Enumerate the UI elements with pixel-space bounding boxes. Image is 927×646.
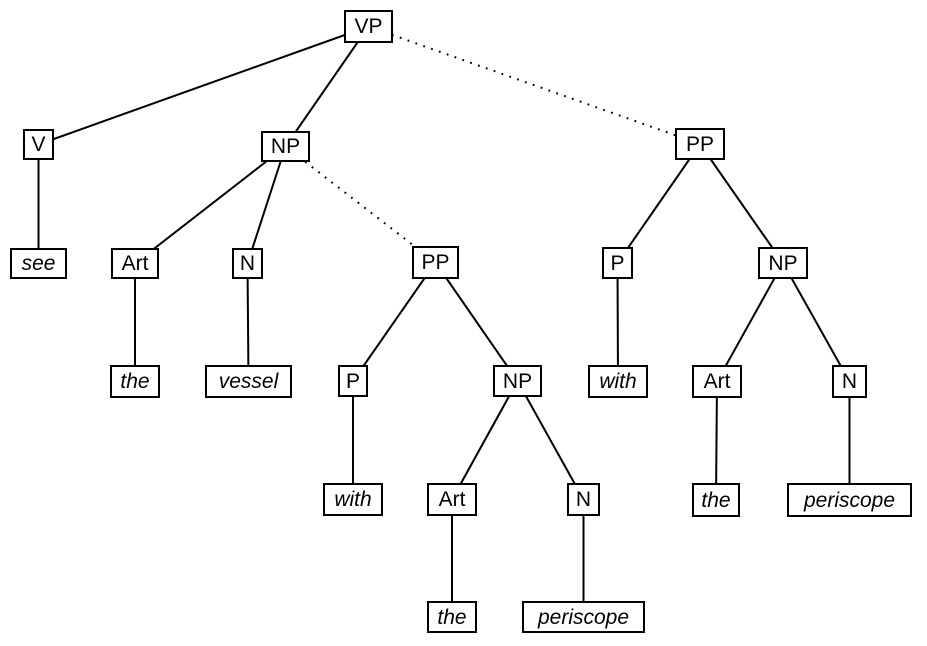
edge-np_mid-art_mid — [451, 380, 519, 500]
edge-vp-v — [38, 25, 369, 146]
node-label: see — [21, 252, 56, 275]
edge-np1-art1 — [134, 145, 287, 265]
tree-node-art_mid: Art — [427, 483, 477, 516]
edge-np_right-n_right — [782, 262, 851, 382]
node-label: periscope — [803, 488, 896, 512]
edge-vp-pp_right — [368, 25, 701, 145]
tree-node-n1: N — [232, 248, 263, 279]
edge-pp_mid-p_mid — [352, 261, 437, 382]
node-label: vessel — [218, 370, 279, 393]
edge-n1-vessel — [246, 263, 250, 382]
node-label: Art — [438, 488, 466, 511]
node-label: with — [599, 370, 637, 393]
node-label: NP — [502, 369, 533, 393]
node-label: NP — [270, 135, 301, 158]
node-label: N — [841, 370, 858, 393]
node-label: the — [701, 488, 731, 512]
tree-node-with_right: with — [588, 365, 648, 398]
edge-vp-np1 — [284, 25, 370, 148]
tree-node-np1: NP — [261, 131, 310, 162]
node-label: VP — [354, 15, 383, 38]
node-label: NP — [768, 251, 798, 275]
node-label: V — [31, 133, 46, 156]
edge-pp_mid-np_mid — [434, 261, 519, 382]
tree-node-p_mid: P — [338, 365, 368, 397]
tree-node-n_mid: N — [567, 483, 600, 516]
node-label: PP — [421, 251, 450, 274]
edge-p_right-with_right — [616, 262, 619, 382]
edge-pp_right-np_right — [699, 143, 784, 264]
node-label: the — [437, 605, 467, 629]
tree-node-n_right: N — [832, 365, 867, 398]
tree-node-vessel: vessel — [205, 365, 292, 398]
tree-node-the1: the — [110, 365, 160, 398]
tree-node-periscope_right: periscope — [787, 483, 912, 517]
tree-node-p_right: P — [602, 247, 633, 279]
node-label: P — [610, 251, 625, 275]
tree-node-art_right: Art — [692, 365, 742, 398]
tree-node-with_mid: with — [323, 483, 383, 516]
node-label: Art — [703, 370, 731, 393]
node-label: periscope — [537, 605, 630, 629]
tree-node-np_right: NP — [758, 247, 808, 279]
node-label: N — [575, 488, 592, 511]
edge-np1-pp_mid — [284, 145, 437, 264]
edge-np_mid-n_mid — [516, 380, 585, 500]
node-label: P — [345, 369, 360, 393]
node-label: the — [120, 370, 150, 393]
tree-node-periscope_mid: periscope — [522, 601, 645, 633]
tree-node-pp_right: PP — [675, 128, 725, 160]
edge-np_right-art_right — [716, 262, 784, 382]
tree-node-see: see — [10, 248, 67, 279]
node-label: N — [239, 252, 256, 275]
tree-node-the_mid: the — [427, 601, 477, 633]
edge-art_right-the_right — [715, 381, 718, 501]
tree-node-v: V — [23, 129, 54, 160]
tree-node-vp: VP — [344, 10, 393, 43]
node-label: with — [334, 488, 372, 511]
node-label: PP — [685, 132, 714, 156]
node-label: Art — [121, 252, 149, 275]
tree-node-the_right: the — [692, 483, 740, 517]
tree-node-pp_mid: PP — [412, 246, 459, 279]
tree-node-art1: Art — [111, 248, 159, 279]
edge-pp_right-p_right — [616, 143, 701, 264]
tree-node-np_mid: NP — [493, 365, 542, 397]
edge-np1-n1 — [246, 146, 287, 264]
